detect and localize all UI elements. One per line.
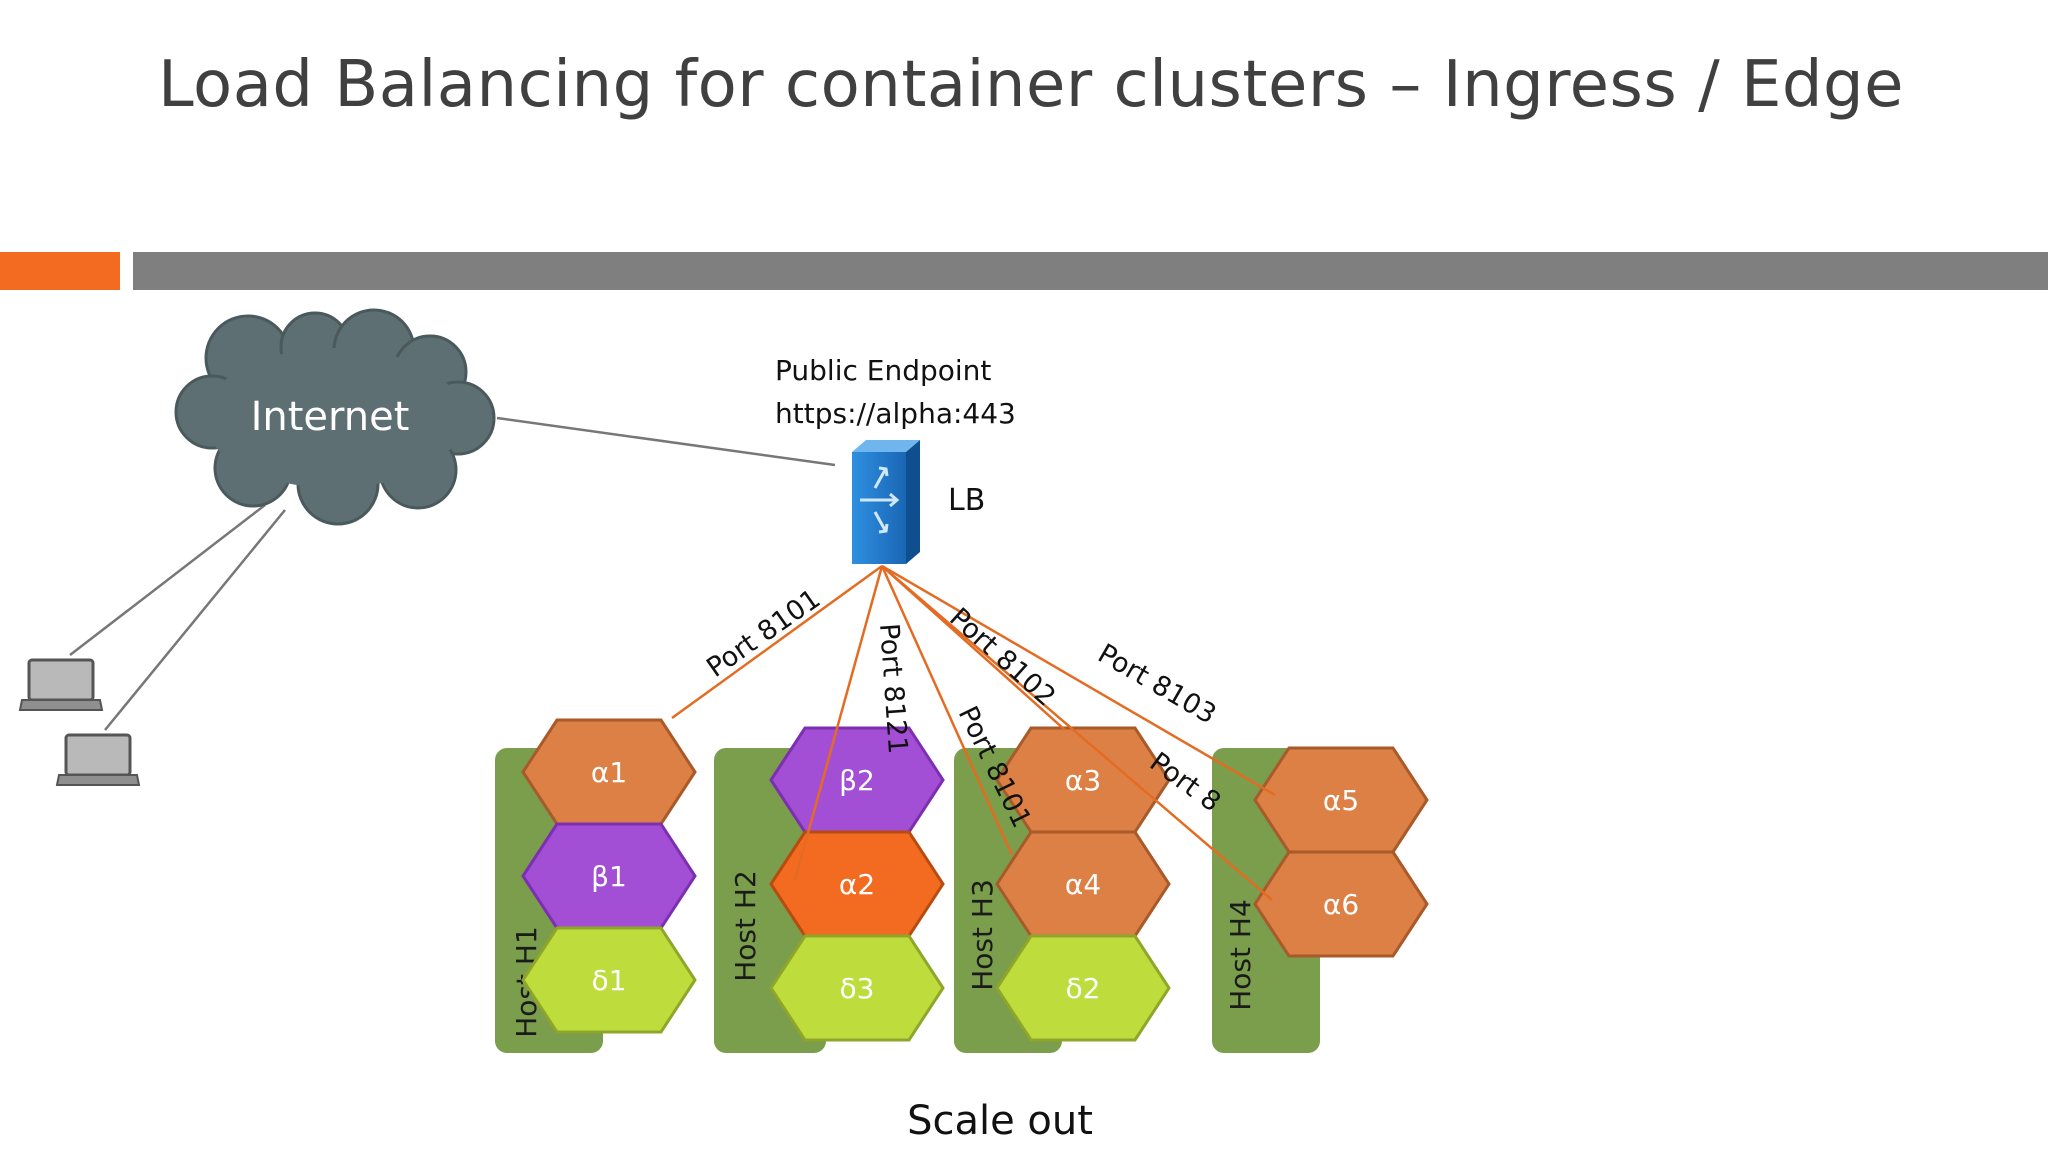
link-cloud-lb	[496, 416, 836, 467]
endpoint-url: https://alpha:443	[775, 397, 1016, 430]
svg-text:δ1: δ1	[592, 964, 627, 997]
svg-text:β2: β2	[839, 764, 875, 797]
host-label: Host H3	[966, 879, 999, 991]
cloud-label: Internet	[251, 394, 410, 440]
accent-bar	[0, 252, 120, 290]
link-lb-a5	[881, 564, 1276, 797]
port-label: Port 8102	[943, 602, 1061, 713]
container-hex: β1	[521, 822, 697, 930]
link-lb-a6	[881, 565, 1273, 901]
container-hex: δ2	[995, 934, 1171, 1042]
container-hex: α4	[995, 830, 1171, 938]
host-label: Host H4	[1224, 899, 1257, 1011]
endpoint-title: Public Endpoint	[775, 354, 991, 387]
link-lb-a1	[671, 564, 883, 720]
svg-text:δ3: δ3	[840, 972, 875, 1005]
svg-text:α2: α2	[839, 868, 875, 901]
host-label: Host H2	[729, 870, 762, 982]
lb-links	[671, 564, 1276, 901]
port-label: Port 8101	[701, 583, 826, 683]
link-lb-a2	[793, 565, 884, 881]
container-hex: α1	[521, 718, 697, 826]
port-label: Port 8103	[1093, 638, 1222, 730]
container-hex: α6	[1253, 850, 1429, 958]
container-hex: β2	[769, 726, 945, 834]
container-hex: δ1	[521, 926, 697, 1034]
laptop-icon	[55, 733, 141, 786]
lb-label: LB	[948, 483, 985, 518]
container-hex: δ3	[769, 934, 945, 1042]
svg-text:α1: α1	[591, 756, 627, 789]
link-cloud-laptop-2	[104, 509, 286, 731]
svg-text:δ2: δ2	[1066, 972, 1101, 1005]
cloud-icon	[174, 308, 496, 526]
scale-out-label: Scale out	[907, 1098, 1093, 1144]
svg-text:α5: α5	[1323, 784, 1359, 817]
link-lb-a4	[880, 565, 1014, 856]
svg-text:α4: α4	[1065, 868, 1101, 901]
container-hex: α2	[769, 830, 945, 938]
laptop-icon	[18, 658, 104, 711]
svg-text:α6: α6	[1323, 888, 1359, 921]
header-bar	[133, 252, 2048, 290]
link-cloud-laptop-1	[69, 504, 266, 656]
container-hex: α5	[1253, 746, 1429, 854]
slide-title: Load Balancing for container clusters – …	[158, 48, 1905, 122]
svg-text:β1: β1	[591, 860, 627, 893]
switch-icon	[852, 440, 920, 564]
svg-text:α3: α3	[1065, 764, 1101, 797]
